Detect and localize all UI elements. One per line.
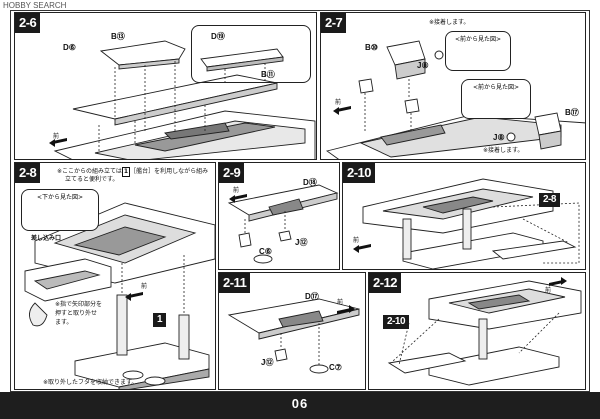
part-label-j12: J⑫ — [295, 238, 308, 247]
part-label-j12: J⑫ — [261, 358, 274, 367]
front-view-bubble-2: <前から見た図> — [461, 79, 531, 119]
part-label-j8: J⑧ — [417, 61, 429, 70]
push-note-3: ます。 — [55, 319, 73, 326]
part-label-b17: B⑰ — [565, 108, 579, 117]
stand-part-number: 1 — [153, 313, 167, 327]
step-2-6-panel: 2-6 — [14, 12, 317, 160]
step-number: 2-9 — [219, 163, 245, 183]
part-label-d19: D⑲ — [211, 32, 225, 41]
detail-bubble-d19 — [191, 25, 311, 83]
part-label-c7: C⑦ — [329, 363, 342, 372]
front-arrow-label: 前 — [545, 287, 552, 294]
insertion-slot-label: 差し込み口 — [31, 235, 62, 242]
step-2-9-panel: 2-9 D⑱ J⑫ C⑥ 前 — [218, 162, 340, 270]
step-number: 2-7 — [321, 13, 347, 33]
front-arrow-label: 前 — [335, 99, 342, 106]
push-note-1: ※指で矢印部分を — [55, 301, 103, 308]
step-number: 2-10 — [343, 163, 376, 183]
part-label-c6: C⑥ — [259, 247, 272, 256]
part-label-b10: B⑩ — [365, 43, 378, 52]
stand-usage-note-line2: 立てると便利です。 — [65, 176, 119, 183]
part-label-j8-lower: J⑧ — [493, 133, 505, 142]
step-2-12-illustration — [387, 277, 582, 386]
step-2-7-illustration — [325, 40, 585, 159]
step-2-8-panel: 2-8 — [14, 162, 216, 390]
part-label-b13: B⑬ — [111, 32, 125, 41]
part-label-d17: D⑰ — [305, 292, 319, 301]
front-view-bubble-1: <前から見た図> — [445, 31, 511, 71]
stow-note: ※取り外したフタを収納できます。 — [43, 379, 138, 386]
footer-bar — [0, 392, 600, 419]
glue-note-1: ※接着します。 — [429, 19, 470, 26]
part-label-d6: D⑥ — [63, 43, 76, 52]
step-2-11-illustration — [227, 298, 360, 374]
step-2-12-panel: 2-12 2-10 前 — [368, 272, 586, 390]
front-arrow-label: 前 — [337, 299, 344, 306]
front-arrow-label: 前 — [233, 187, 240, 194]
part-label-d18: D⑱ — [303, 178, 317, 187]
front-arrow-label: 前 — [141, 283, 148, 290]
step-number: 2-11 — [219, 273, 251, 293]
front-arrow-label: 前 — [53, 133, 60, 140]
step-2-11-panel: 2-11 D⑰ J⑫ C⑦ 前 — [218, 272, 366, 390]
step-2-10-illustration — [353, 178, 580, 269]
push-note-2: 押すと取り外せ — [55, 310, 98, 317]
part-label-b11: B⑪ — [261, 70, 275, 79]
step-number: 2-6 — [15, 13, 41, 33]
step-number: 2-12 — [369, 273, 402, 293]
reference-step-2-10: 2-10 — [383, 315, 410, 329]
step-2-10-panel: 2-10 2-8 前 — [342, 162, 586, 270]
bottom-view-bubble: <下から見た図> — [21, 189, 99, 231]
front-arrow-label: 前 — [353, 237, 360, 244]
reference-step-2-8: 2-8 — [539, 193, 560, 207]
step-2-9-illustration — [227, 184, 339, 264]
watermark: HOBBY SEARCH — [3, 1, 67, 10]
step-2-7-panel: 2-7 — [320, 12, 586, 160]
step-2-6-illustration — [49, 40, 316, 159]
glue-note-2: ※接着します。 — [483, 147, 524, 154]
page-number: 06 — [291, 396, 309, 411]
step-number: 2-8 — [15, 163, 41, 183]
